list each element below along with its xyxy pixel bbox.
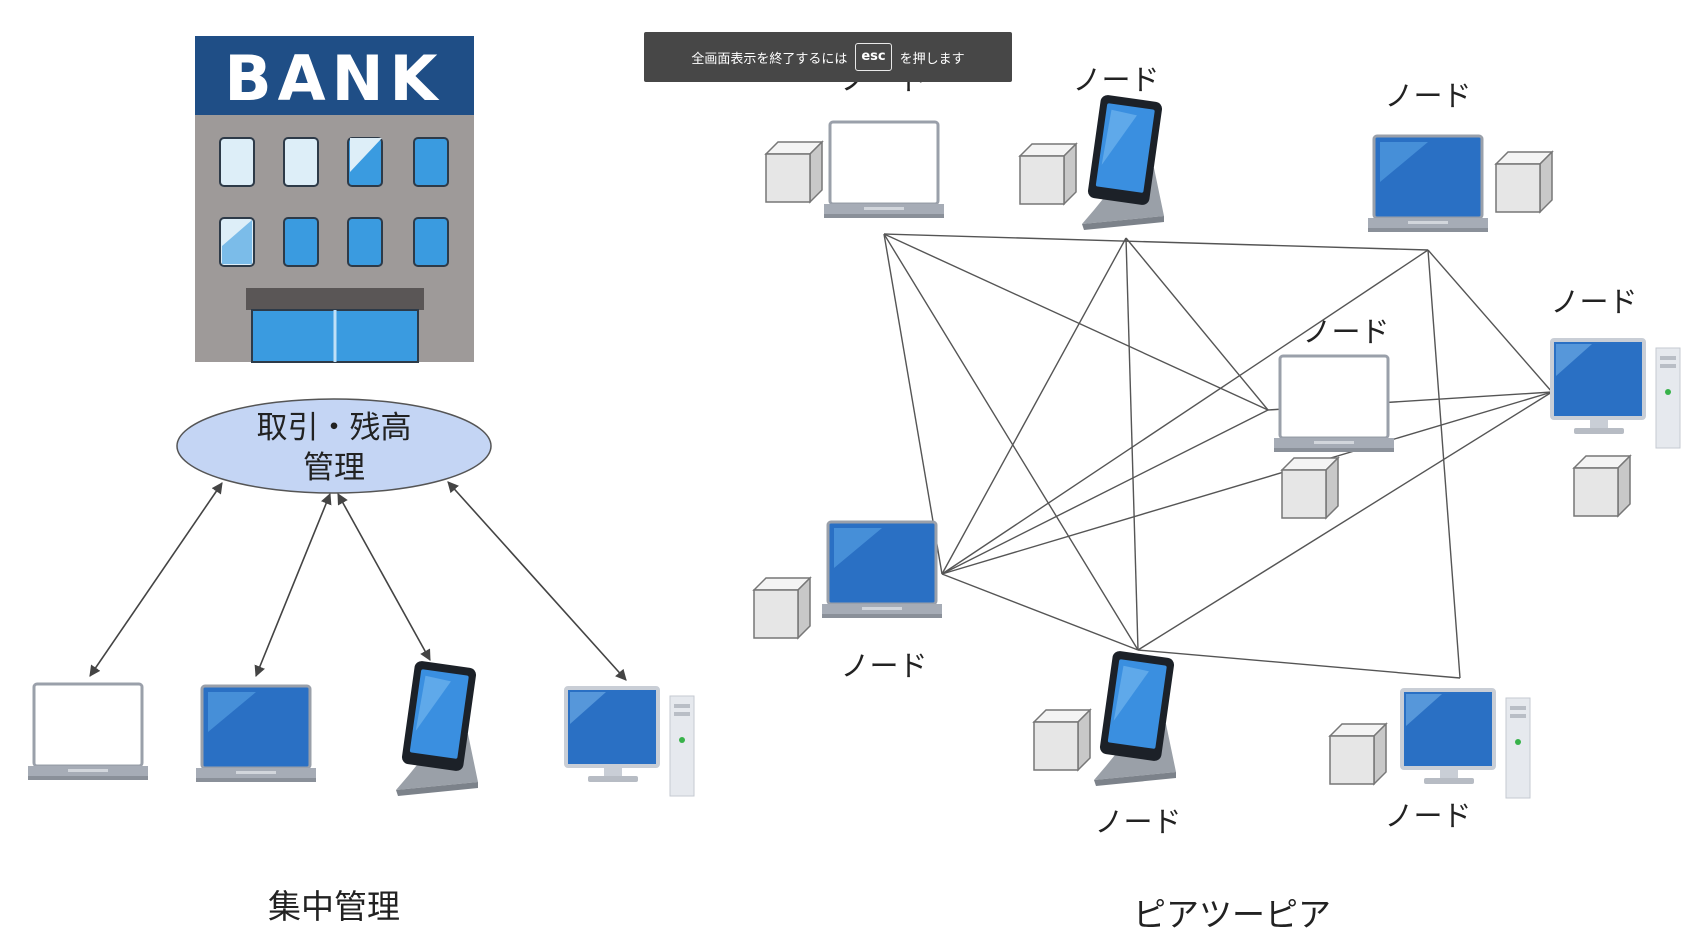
p2p-node-5 [1272, 354, 1396, 519]
ellipse-line1: 取引・残高 [257, 410, 412, 446]
toast-text-before: 全画面表示を終了するには [691, 51, 848, 67]
edge-n7-n8 [1137, 649, 1461, 679]
edge-n3-n6 [941, 249, 1429, 575]
node-label-4: ノード [1550, 285, 1637, 319]
edge-n1-n6 [883, 233, 943, 575]
cube-icon [753, 577, 811, 639]
cube-icon [1019, 143, 1077, 205]
desktop-icon [564, 686, 696, 798]
node-label-6: ノード [840, 649, 927, 683]
central-title: 集中管理 [268, 887, 400, 926]
edge-n6-n7 [941, 573, 1139, 651]
laptop-blue-icon [1366, 134, 1490, 234]
edge-n2-n5 [1125, 237, 1269, 411]
edge-n4-n6 [941, 391, 1553, 575]
edge-n1-n7 [883, 233, 1139, 651]
p2p-node-4 [1550, 338, 1682, 517]
p2p-title: ピアツーピア [1133, 895, 1331, 934]
desktop-icon [1550, 338, 1682, 450]
tablet-icon [1094, 650, 1176, 786]
edge-n5-n6 [941, 409, 1269, 575]
toast-text-after: を押します [899, 51, 965, 67]
esc-key-badge[interactable]: esc [855, 43, 892, 71]
laptop-white-icon [822, 120, 946, 220]
p2p-node-7 [1033, 650, 1176, 786]
cube-icon [1281, 457, 1339, 519]
fullscreen-exit-toast: 全画面表示を終了するには esc を押します [644, 32, 1012, 82]
edge-n3-n8 [1427, 249, 1461, 679]
central-ellipse [176, 398, 492, 494]
p2p-node-8 [1329, 688, 1532, 800]
p2p-edges [883, 233, 1553, 679]
edge-n1-n5 [883, 233, 1269, 411]
p2p-node-1 [765, 120, 946, 220]
p2p-node-2 [1019, 94, 1164, 230]
edge-n2-n6 [941, 237, 1127, 575]
laptop-white-icon [1272, 354, 1396, 454]
cube-icon [765, 141, 823, 203]
edge-n1-n3 [883, 233, 1429, 251]
node-label-7: ノード [1094, 805, 1181, 839]
laptop-blue-icon [194, 684, 318, 784]
cube-icon [1033, 709, 1091, 771]
p2p-node-3 [1366, 134, 1553, 234]
tablet-icon [1082, 94, 1164, 230]
laptop-blue-icon [820, 520, 944, 620]
desktop-icon [1400, 688, 1532, 800]
cube-icon [1329, 723, 1387, 785]
node-label-2: ノード [1072, 63, 1159, 97]
node-label-8: ノード [1384, 799, 1471, 833]
ellipse-line2: 管理 [303, 450, 365, 486]
edge-n4-n7 [1137, 391, 1553, 651]
bank-building-icon [195, 36, 474, 363]
p2p-node-6 [753, 520, 944, 639]
tablet-icon [396, 660, 478, 796]
edge-n2-n7 [1125, 237, 1139, 651]
laptop-white-icon [26, 682, 150, 782]
node-label-3: ノード [1384, 79, 1471, 113]
edge-n3-n4 [1427, 249, 1553, 393]
node-label-5: ノード [1302, 315, 1389, 349]
cube-icon [1495, 151, 1553, 213]
central-arrows [89, 481, 627, 681]
bank-sign: BANK [224, 42, 443, 115]
cube-icon [1573, 455, 1631, 517]
